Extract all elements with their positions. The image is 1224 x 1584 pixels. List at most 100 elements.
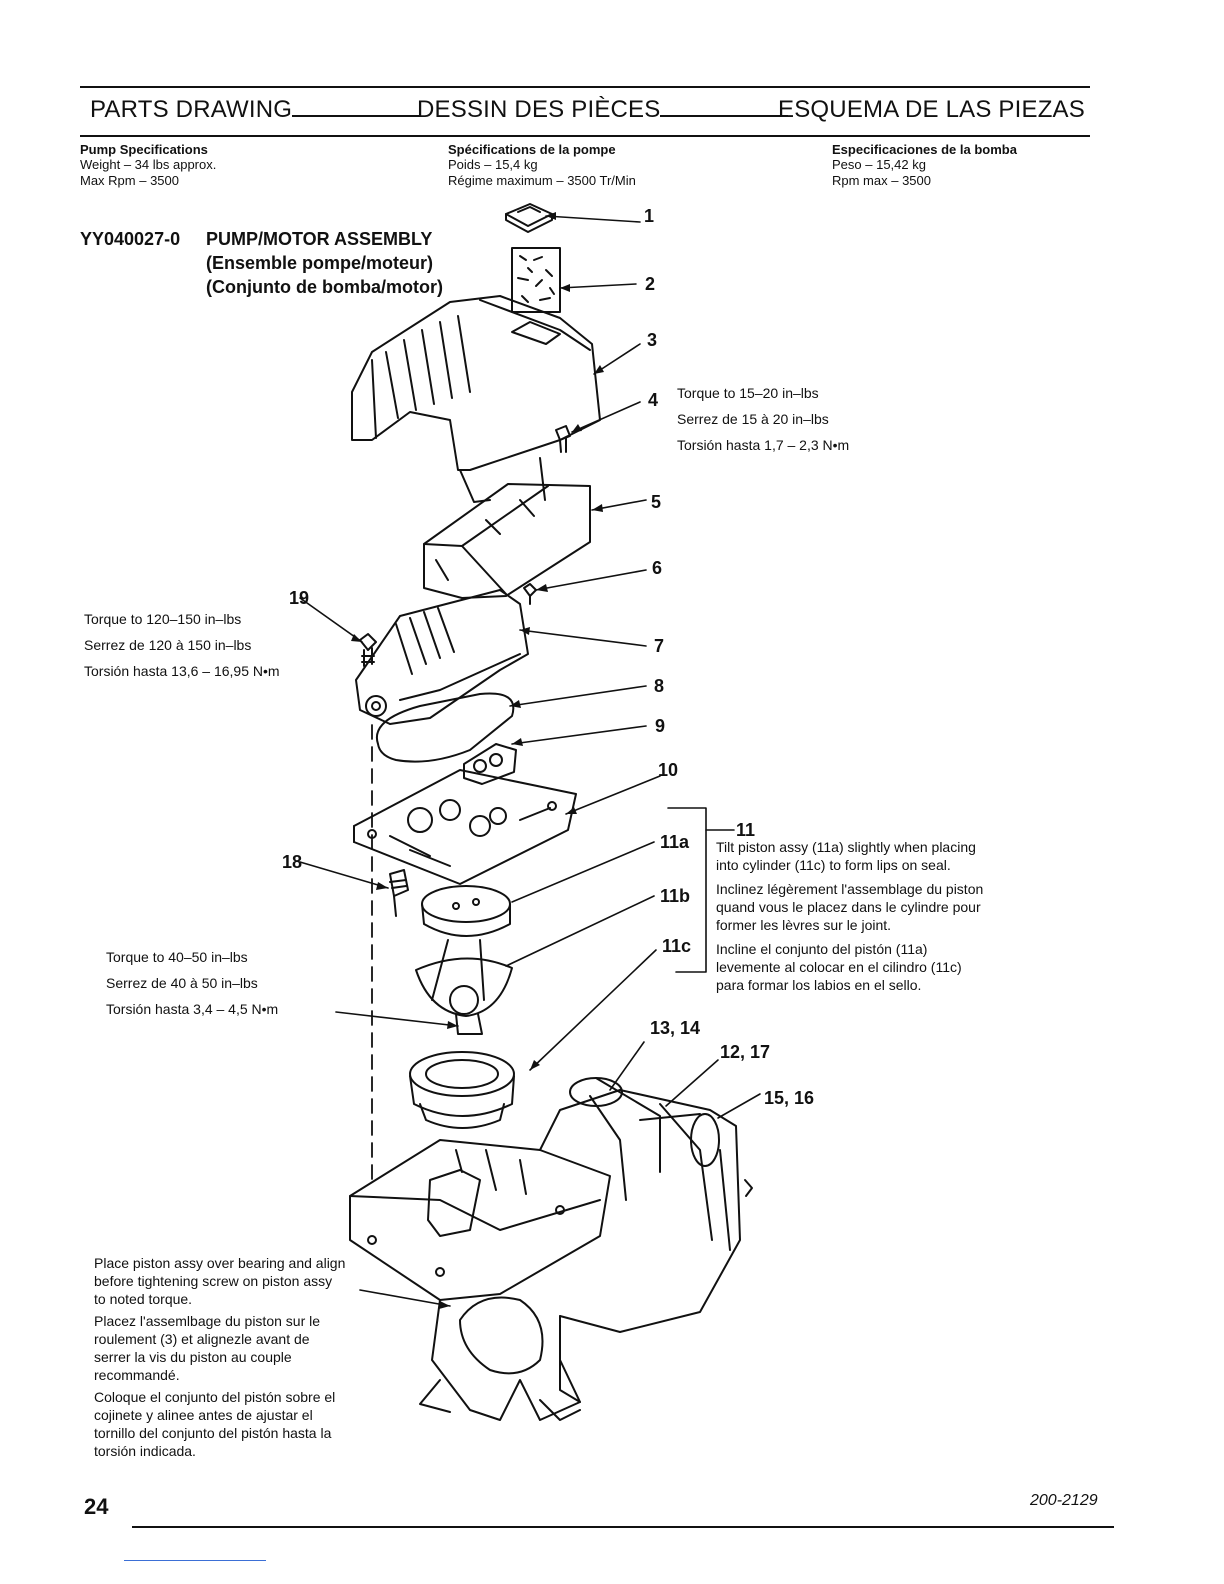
torque-note-part-4-en: Torque to 15–20 in–lbs [677, 385, 819, 401]
callout-5: 5 [651, 492, 662, 512]
place-note-es-line: Coloque el conjunto del pistón sobre el [94, 1389, 336, 1405]
place-note-es-line: torsión indicada. [94, 1443, 196, 1459]
header-title-es: ESQUEMA DE LAS PIEZAS [778, 96, 1085, 123]
assembly-code: YY040027-0 [80, 229, 181, 249]
torque-note-part-19-es: Torsión hasta 13,6 – 16,95 N•m [84, 663, 280, 679]
specs-fr-rpm: Régime maximum – 3500 Tr/Min [448, 173, 636, 188]
torque-note-part-19: Torque to 120–150 in–lbs Serrez de 120 à… [84, 606, 280, 684]
tilt-note-es-line: levemente al colocar en el cilindro (11c… [716, 959, 962, 975]
tilt-note-es-line: Incline el conjunto del pistón (11a) [716, 941, 928, 957]
specs-en-title: Pump Specifications [80, 142, 208, 157]
part-1-filter-cap [505, 203, 553, 233]
callout-18: 18 [282, 852, 303, 872]
document-code: 200-2129 [1030, 1492, 1098, 1509]
part-5-base-cover [423, 483, 591, 599]
header-bottom-rule [80, 135, 1090, 137]
top-rule [80, 86, 1090, 88]
place-note-en-line: Place piston assy over bearing and align [94, 1255, 346, 1271]
tilt-note-en-line: Tilt piston assy (11a) slightly when pla… [716, 839, 976, 855]
specs-es: Especificaciones de la bomba Peso – 15,4… [832, 142, 1017, 189]
tilt-piston-note: Tilt piston assy (11a) slightly when pla… [716, 838, 1036, 994]
part-7-head [355, 589, 529, 725]
callout-7: 7 [654, 636, 665, 656]
callout-11b: 11b [660, 886, 691, 906]
callout-4: 4 [648, 390, 659, 410]
callout-1: 1 [644, 206, 655, 226]
callout-19: 19 [289, 588, 310, 608]
header-title-fr: DESSIN DES PIÈCES [417, 96, 789, 124]
footer-blue-line [124, 1560, 266, 1561]
callout-6: 6 [652, 558, 663, 578]
tilt-note-es-line: para formar los labios en el sello. [716, 977, 922, 993]
header-title-en: PARTS DRAWING [90, 96, 421, 124]
callout-15-16: 15, 16 [764, 1088, 815, 1108]
part-19-bolt [359, 633, 377, 667]
tilt-note-es: Incline el conjunto del pistón (11a) lev… [716, 940, 1036, 994]
callout-2: 2 [645, 274, 656, 294]
place-note-fr: Placez l'assemlbage du piston sur le rou… [94, 1312, 384, 1384]
part-11c-cylinder [409, 1051, 515, 1129]
place-note-fr-line: roulement (3) et alignezle avant de [94, 1331, 310, 1347]
specs-fr-title: Spécifications de la pompe [448, 142, 616, 157]
specs-es-weight: Peso – 15,42 kg [832, 157, 926, 172]
specs-es-title: Especificaciones de la bomba [832, 142, 1017, 157]
part-9-seal [463, 743, 517, 785]
callout-11a: 11a [660, 832, 690, 852]
place-note-es: Coloque el conjunto del pistón sobre el … [94, 1388, 384, 1460]
callout-3: 3 [647, 330, 658, 350]
place-note-en-line: to noted torque. [94, 1291, 193, 1307]
callout-13-14: 13, 14 [650, 1018, 701, 1038]
torque-note-part-19-en: Torque to 120–150 in–lbs [84, 611, 242, 627]
torque-note-part-19-fr: Serrez de 120 à 150 in–lbs [84, 637, 252, 653]
part-2-filter-element [511, 247, 561, 313]
part-10-valve-plate [353, 769, 577, 885]
callout-11: 11 [736, 820, 756, 840]
assembly-name-es: (Conjunto de bomba/motor) [206, 277, 443, 297]
torque-note-part-4: Torque to 15–20 in–lbs Serrez de 15 à 20… [677, 380, 849, 458]
place-note-fr-line: recommandé. [94, 1367, 180, 1383]
torque-note-part-4-es: Torsión hasta 1,7 – 2,3 N•m [677, 437, 850, 453]
assembly-name-en: PUMP/MOTOR ASSEMBLY [206, 229, 433, 249]
specs-fr-weight: Poids – 15,4 kg [448, 157, 538, 172]
tilt-note-en: Tilt piston assy (11a) slightly when pla… [716, 838, 1036, 874]
place-note-fr-line: serrer la vis du piston au couple [94, 1349, 292, 1365]
callout-10: 10 [658, 760, 679, 780]
page-number: 24 [84, 1494, 109, 1519]
place-note-fr-line: Placez l'assemlbage du piston sur le [94, 1313, 321, 1329]
part-4-screw [555, 425, 571, 453]
place-note-en: Place piston assy over bearing and align… [94, 1254, 384, 1308]
assembly-names: PUMP/MOTOR ASSEMBLY (Ensemble pompe/mote… [206, 227, 443, 299]
specs-en-rpm: Max Rpm – 3500 [80, 173, 179, 188]
tilt-note-fr-line: quand vous le placez dans le cylindre po… [716, 899, 981, 915]
torque-note-part-18-es: Torsión hasta 3,4 – 4,5 N•m [106, 1001, 279, 1017]
tilt-note-en-line: into cylinder (11c) to form lips on seal… [716, 857, 951, 873]
specs-en-weight: Weight – 34 lbs approx. [80, 157, 217, 172]
callout-12-17: 12, 17 [720, 1042, 771, 1062]
specs-en: Pump Specifications Weight – 34 lbs appr… [80, 142, 216, 189]
callout-8: 8 [654, 676, 665, 696]
specs-es-rpm: Rpm max – 3500 [832, 173, 931, 188]
place-note-en-line: before tightening screw on piston assy [94, 1273, 333, 1289]
torque-note-part-18-en: Torque to 40–50 in–lbs [106, 949, 248, 965]
footer-rule [132, 1526, 1114, 1528]
part-6-screw [523, 583, 537, 605]
place-note-es-line: cojinete y alinee antes de ajustar el [94, 1407, 313, 1423]
specs-fr: Spécifications de la pompe Poids – 15,4 … [448, 142, 636, 189]
torque-note-part-18-fr: Serrez de 40 à 50 in–lbs [106, 975, 258, 991]
place-note-es-line: tornillo del conjunto del pistón hasta l… [94, 1425, 332, 1441]
torque-note-part-4-fr: Serrez de 15 à 20 in–lbs [677, 411, 829, 427]
callout-9: 9 [655, 716, 666, 736]
tilt-note-fr: Inclinez légèrement l'assemblage du pist… [716, 880, 1036, 934]
part-8-gasket [375, 692, 515, 763]
tilt-note-fr-line: former les lèvres sur le joint. [716, 917, 892, 933]
place-piston-note: Place piston assy over bearing and align… [94, 1254, 384, 1460]
leader-lines [299, 215, 761, 1307]
torque-note-part-18: Torque to 40–50 in–lbs Serrez de 40 à 50… [106, 944, 278, 1022]
tilt-note-fr-line: Inclinez légèrement l'assemblage du pist… [716, 881, 984, 897]
part-3-shroud [351, 295, 601, 503]
part-11a-piston [415, 885, 513, 1035]
part-18-stud [389, 869, 409, 917]
part-crankcase-motor [349, 1077, 753, 1421]
callout-11c: 11c [662, 936, 692, 956]
